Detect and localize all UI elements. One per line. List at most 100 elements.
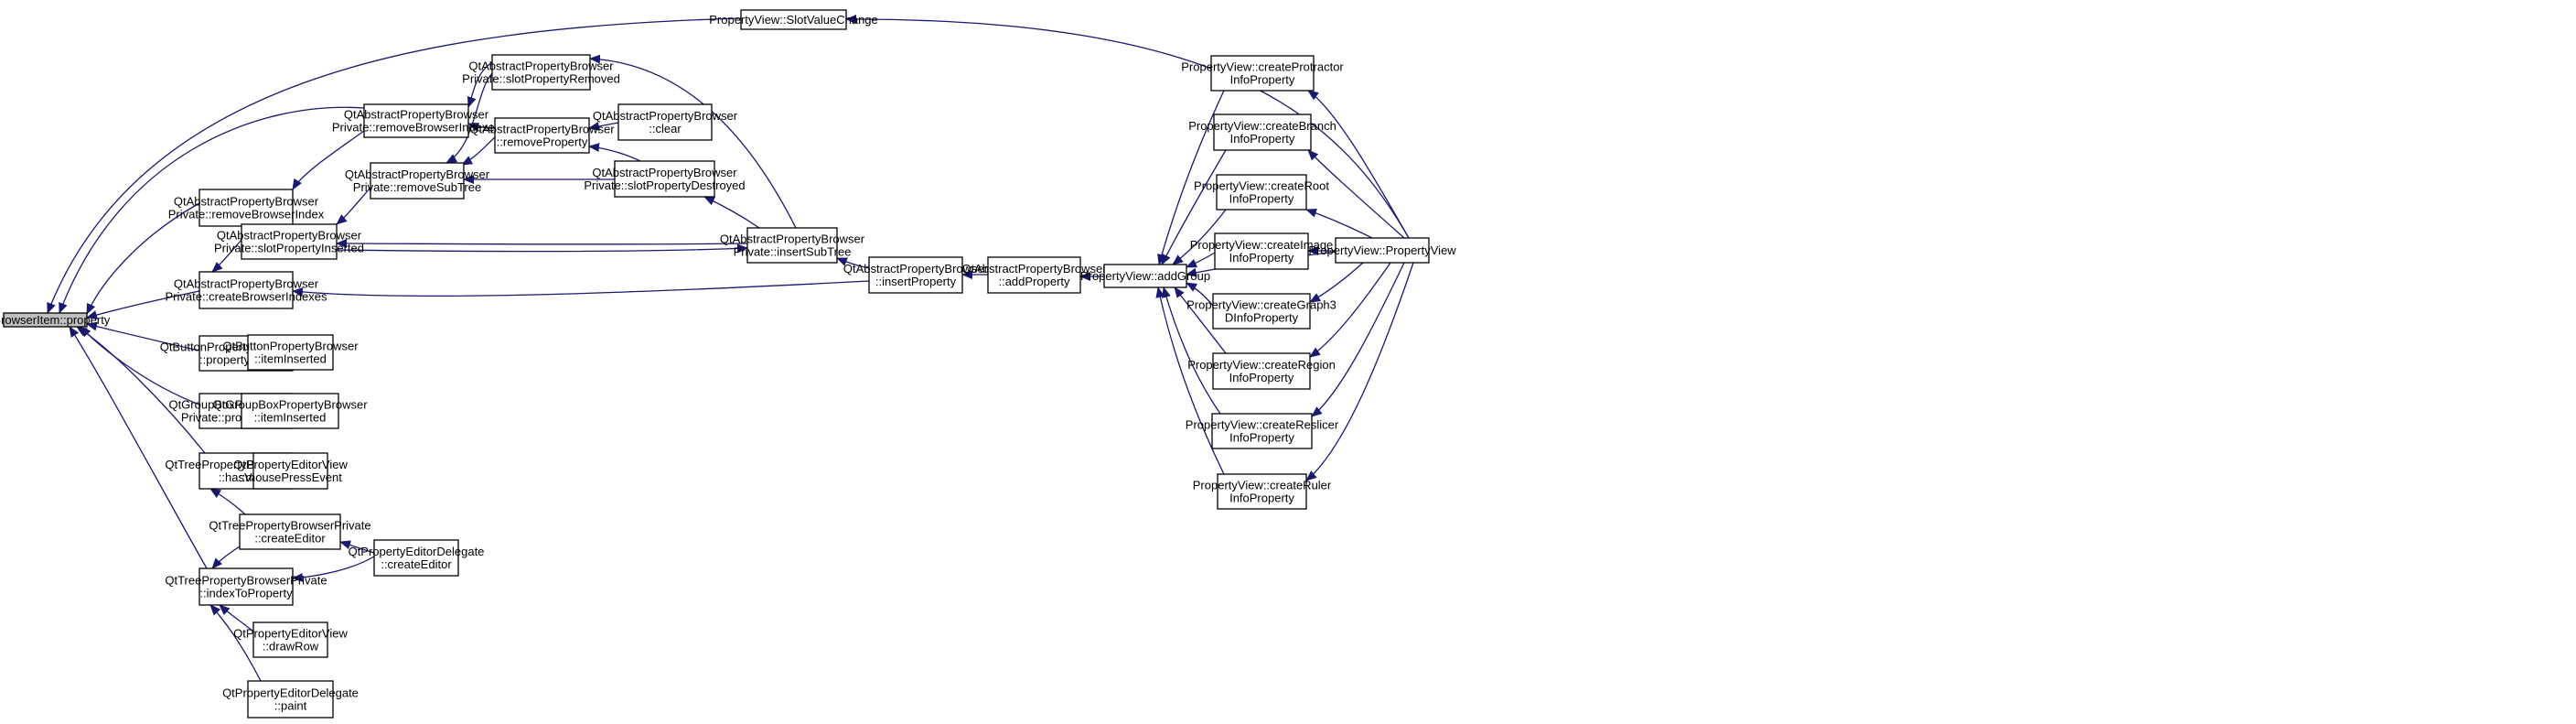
edge-n4-to-n0 (80, 326, 200, 405)
node-n8[interactable]: QtAbstractPropertyBrowserPrivate::remove… (345, 162, 490, 200)
node-n26[interactable]: PropertyView::createProtractorInfoProper… (1181, 55, 1344, 92)
node-n6[interactable]: QtTreePropertyBrowserPrivate::indexToPro… (165, 567, 327, 606)
node-n17[interactable]: QtAbstractPropertyBrowser::removePropert… (469, 117, 615, 154)
node-label-line: QtPropertyEditorDelegate (349, 545, 485, 558)
node-n9[interactable]: QtAbstractPropertyBrowserPrivate::slotPr… (214, 223, 364, 260)
node-label-line: ::itemInserted (254, 411, 327, 425)
node-n2[interactable]: QtAbstractPropertyBrowserPrivate::create… (165, 271, 327, 309)
node-label-line: ::insertProperty (875, 275, 957, 288)
node-box (987, 256, 1081, 294)
node-box (1212, 293, 1311, 330)
node-label-line: QtTreePropertyBrowserPrivate (209, 519, 370, 533)
node-n23[interactable]: QtAbstractPropertyBrowser::insertPropert… (843, 256, 989, 294)
node-box (252, 452, 328, 490)
node-label-line: InfoProperty (1229, 192, 1294, 206)
edge-n23-to-n2 (292, 280, 870, 297)
edge-n14-to-n6 (219, 604, 254, 632)
node-label-line: QtPropertyEditorDelegate (222, 686, 359, 700)
edge-n17-to-n7 (467, 123, 496, 132)
node-label-line: QtBrowserItem::property (0, 313, 111, 327)
node-label-line: QtPropertyEditorView (233, 627, 348, 641)
edge-n13-to-n5 (209, 488, 246, 515)
edge-n9-to-n22 (336, 243, 748, 254)
edge-n17-to-n8 (461, 136, 496, 166)
edge-n31-to-n25 (1174, 286, 1227, 354)
node-n15[interactable]: QtPropertyEditorDelegate::paint (222, 680, 359, 719)
node-box (1214, 232, 1309, 270)
node-n21[interactable]: PropertyView::SlotValueChange (709, 9, 878, 30)
node-n34[interactable]: PropertyView::PropertyView (1308, 237, 1456, 264)
node-box (252, 621, 328, 658)
node-label-line: InfoProperty (1230, 73, 1295, 87)
node-box (239, 513, 341, 550)
node-label-line: ::createEditor (381, 557, 452, 571)
node-label-line: ::mousePressEvent (239, 470, 342, 484)
node-label-line: Private::slotPropertyRemoved (462, 72, 620, 86)
edge-n34-to-n28 (1305, 208, 1373, 239)
node-box (746, 227, 838, 264)
node-label-line: QtGroupBoxPropertyBrowser (212, 398, 368, 412)
node-box (494, 117, 590, 154)
node-n13[interactable]: QtTreePropertyBrowserPrivate::createEdit… (209, 513, 371, 550)
node-box (1103, 264, 1187, 288)
node-label-line: InfoProperty (1229, 371, 1294, 384)
edge-n21-to-n0 (47, 17, 742, 314)
node-label-line: InfoProperty (1229, 431, 1294, 445)
node-box (1210, 55, 1315, 92)
node-label-line: ::itemInserted (254, 352, 327, 366)
node-n12[interactable]: QtPropertyEditorView::mousePressEvent (233, 452, 348, 490)
node-label-line: ::clear (649, 122, 682, 135)
node-label-line: PropertyView::createRegion (1187, 358, 1336, 372)
node-n1[interactable]: QtAbstractPropertyBrowserPrivate::remove… (168, 189, 325, 227)
node-label-line: QtAbstractPropertyBrowser (469, 123, 615, 136)
node-n19[interactable]: QtAbstractPropertyBrowser::clear (593, 103, 738, 141)
node-label-line: ::indexToProperty (199, 587, 293, 600)
edge-n1-to-n0 (86, 202, 200, 315)
edge-n6-to-n0 (69, 326, 208, 569)
root-node[interactable]: QtBrowserItem::property (0, 312, 111, 328)
edge-n34-to-n31 (1309, 262, 1391, 358)
node-box (247, 334, 334, 371)
node-label-line: QtButtonPropertyBrowser (222, 340, 359, 353)
node-n7[interactable]: QtAbstractPropertyBrowserPrivate::remove… (332, 103, 501, 138)
node-label-line: DInfoProperty (1225, 311, 1299, 325)
edge-n29-to-n25 (1186, 252, 1216, 268)
node-n18[interactable]: QtPropertyEditorDelegate::createEditor (349, 539, 485, 577)
edge-n9-to-n2 (211, 239, 242, 273)
node-label-line: PropertyView::createGraph3 (1186, 298, 1336, 312)
node-n22[interactable]: QtAbstractPropertyBrowserPrivate::insert… (720, 227, 865, 264)
node-box (199, 567, 294, 606)
node-label-line: QtAbstractPropertyBrowser (345, 167, 490, 181)
node-n11[interactable]: QtGroupBoxPropertyBrowser::itemInserted (212, 393, 368, 429)
edge-n7-to-n0 (59, 106, 365, 314)
node-n25[interactable]: PropertyView::addGroup (1080, 264, 1210, 288)
edge-n30-to-n25 (1186, 282, 1214, 307)
node-n20[interactable]: QtAbstractPropertyBrowserPrivate::slotPr… (584, 160, 746, 198)
node-label-line: ::createEditor (254, 532, 326, 546)
node-box (363, 103, 469, 138)
node-box (241, 223, 338, 260)
node-n16[interactable]: QtAbstractPropertyBrowserPrivate::slotPr… (462, 54, 620, 91)
node-label-line: PropertyView::SlotValueChange (709, 13, 878, 27)
node-box (740, 9, 847, 30)
node-n24[interactable]: QtAbstractPropertyBrowser::addProperty (961, 256, 1107, 294)
node-n14[interactable]: QtPropertyEditorView::drawRow (233, 621, 348, 658)
node-label-line: PropertyView::createImage (1190, 238, 1334, 252)
node-n10[interactable]: QtButtonPropertyBrowser::itemInserted (222, 334, 359, 371)
node-label-line: Private::createBrowserIndexes (165, 290, 327, 304)
node-label-line: ::addProperty (998, 275, 1070, 288)
node-label-line: Private::removeBrowserIndexes (332, 121, 501, 135)
node-label-line: InfoProperty (1230, 132, 1295, 146)
edge-n22-to-n20 (703, 196, 760, 229)
node-box (868, 256, 963, 294)
edge-n34-to-n26 (1307, 90, 1410, 239)
node-label-line: InfoProperty (1229, 492, 1294, 505)
node-box (614, 160, 715, 198)
